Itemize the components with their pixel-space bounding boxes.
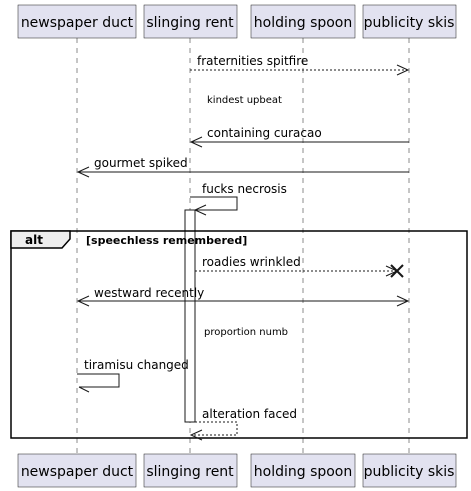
svg-text:fraternities spitfire: fraternities spitfire (197, 54, 308, 68)
message-alteration-faced: alteration faced (189, 407, 297, 441)
message-westward-recently: westward recently (76, 286, 410, 307)
participant-bottom-newspaper-duct: newspaper duct (17, 453, 137, 488)
alt-condition: [speechless remembered] (86, 234, 247, 247)
svg-text:proportion numb: proportion numb (204, 327, 288, 338)
divider-proportion-numb: proportion numb (204, 327, 288, 338)
message-tiramisu-changed: tiramisu changed (77, 358, 189, 393)
svg-text:slinging rent: slinging rent (146, 15, 234, 31)
svg-text:roadies wrinkled: roadies wrinkled (202, 255, 301, 269)
participant-bottom-holding-spoon: holding spoon (250, 453, 356, 488)
alt-fragment: alt [speechless remembered] (10, 230, 468, 439)
message-fucks-necrosis: fucks necrosis (190, 182, 287, 216)
svg-text:containing curacao: containing curacao (207, 126, 322, 140)
participant-top-holding-spoon: holding spoon (250, 4, 356, 39)
message-roadies-wrinkled: roadies wrinkled (195, 255, 404, 278)
svg-text:tiramisu changed: tiramisu changed (84, 358, 189, 372)
message-fraternities-spitfire: fraternities spitfire (190, 54, 410, 76)
svg-text:alteration faced: alteration faced (202, 407, 297, 421)
svg-text:publicity skis: publicity skis (364, 464, 455, 480)
svg-text:newspaper duct: newspaper duct (21, 464, 134, 480)
participant-bottom-publicity-skis: publicity skis (362, 453, 457, 488)
alt-operator: alt (25, 233, 43, 247)
svg-text:publicity skis: publicity skis (364, 15, 455, 31)
participant-top-publicity-skis: publicity skis (362, 4, 457, 39)
svg-text:holding spoon: holding spoon (254, 464, 353, 480)
svg-text:kindest upbeat: kindest upbeat (207, 95, 282, 106)
svg-text:slinging rent: slinging rent (146, 464, 234, 480)
participant-top-slinging-rent: slinging rent (143, 4, 238, 39)
message-containing-curacao: containing curacao (189, 126, 409, 148)
svg-text:holding spoon: holding spoon (254, 15, 353, 31)
activation-slinging-rent (184, 209, 196, 423)
message-gourmet-spiked: gourmet spiked (76, 156, 409, 178)
svg-text:westward recently: westward recently (94, 286, 204, 300)
svg-text:gourmet spiked: gourmet spiked (94, 156, 188, 170)
participant-top-newspaper-duct: newspaper duct (17, 4, 137, 39)
divider-kindest-upbeat: kindest upbeat (207, 95, 282, 106)
svg-text:fucks necrosis: fucks necrosis (202, 182, 287, 196)
participant-bottom-slinging-rent: slinging rent (143, 453, 238, 488)
svg-text:newspaper duct: newspaper duct (21, 15, 134, 31)
